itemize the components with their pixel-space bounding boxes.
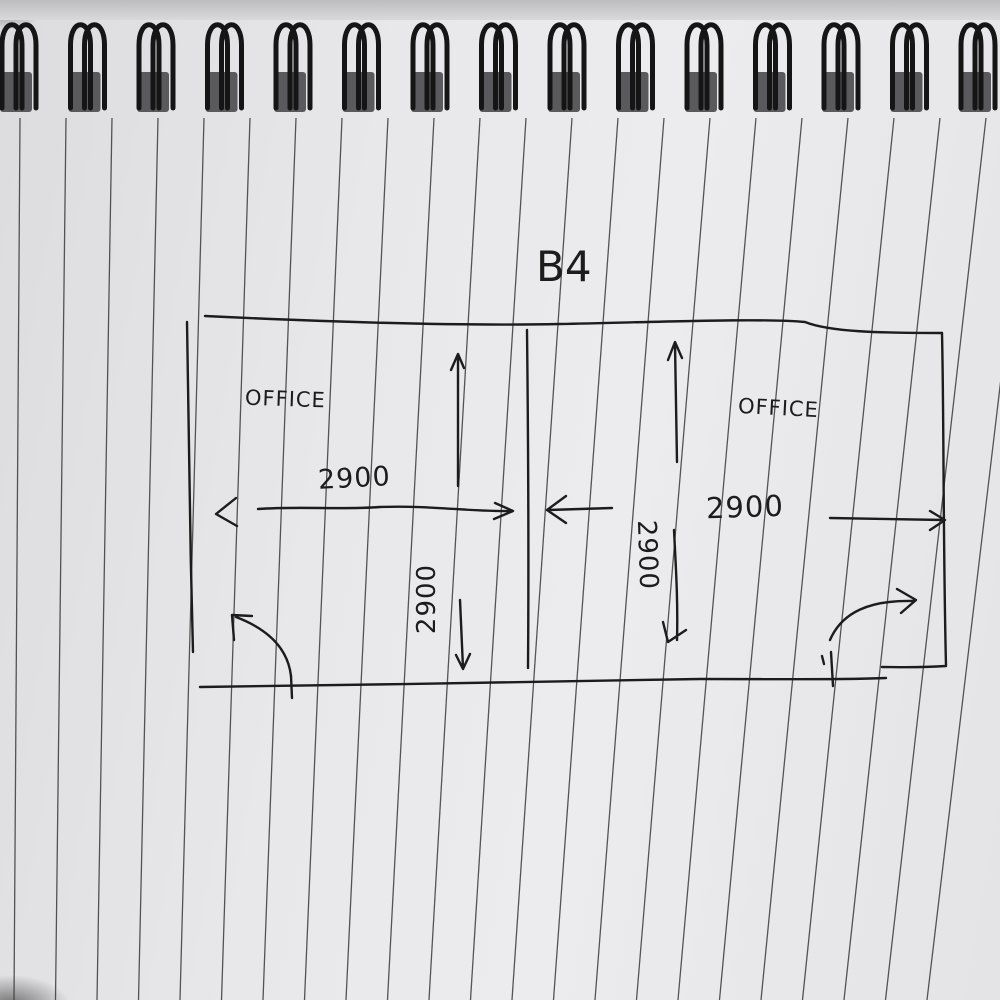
rule-line bbox=[13, 117, 21, 1000]
rule-line bbox=[884, 117, 987, 1000]
binding-coil bbox=[904, 22, 929, 111]
binding-coil bbox=[835, 22, 861, 111]
binding-coil bbox=[698, 22, 724, 111]
binding-coil bbox=[616, 22, 641, 111]
rule-line bbox=[926, 381, 1000, 1000]
right-left-pointing-arrow bbox=[545, 494, 614, 525]
rule-line bbox=[843, 117, 941, 1000]
rule-line bbox=[220, 117, 251, 1000]
binding-coil bbox=[410, 22, 436, 111]
rule-line bbox=[511, 117, 573, 1000]
binding-coil bbox=[479, 22, 504, 111]
rule-line bbox=[760, 117, 849, 1000]
sketch-title: B4 bbox=[536, 242, 592, 291]
rule-line bbox=[96, 117, 113, 1000]
binding-coil bbox=[287, 22, 313, 111]
rule-line bbox=[428, 117, 481, 1000]
left-horizontal-dimension-arrow bbox=[214, 496, 515, 528]
binding-coil bbox=[753, 22, 778, 111]
binding-coil bbox=[82, 22, 107, 111]
rule-line bbox=[552, 117, 619, 1000]
binding-coil bbox=[561, 22, 587, 111]
binding-coil bbox=[767, 22, 792, 111]
rule-line-group bbox=[13, 117, 1000, 1000]
binding-coil bbox=[68, 22, 93, 111]
page-top-edge bbox=[0, 0, 1000, 20]
binding-coil bbox=[493, 22, 518, 111]
binding-coil bbox=[630, 22, 655, 111]
binding-coil bbox=[821, 22, 847, 111]
binding-coil bbox=[13, 22, 39, 111]
door-jamb-left bbox=[289, 674, 294, 700]
dimension-label-left-vertical: 2900 bbox=[412, 563, 443, 635]
binding-coil bbox=[219, 22, 244, 111]
binding-coil bbox=[958, 22, 984, 111]
plan-left-wall bbox=[185, 320, 195, 654]
right-vertical-arrow-up bbox=[666, 340, 684, 464]
rule-line bbox=[262, 117, 297, 1000]
binding-coil bbox=[356, 22, 381, 111]
door-swing-icon bbox=[828, 587, 918, 642]
left-vertical-arrow-up bbox=[449, 352, 466, 488]
room-label-right: OFFICE bbox=[737, 393, 820, 423]
rule-line bbox=[303, 117, 343, 1000]
rule-line bbox=[677, 117, 757, 1000]
door-jamb-right bbox=[820, 650, 835, 688]
binding-coil bbox=[205, 22, 230, 111]
left-vertical-arrow-down bbox=[454, 598, 472, 671]
plan-middle-wall bbox=[525, 328, 530, 670]
room-label-left: OFFICE bbox=[244, 385, 327, 413]
dimension-label-left-horizontal: 2900 bbox=[317, 461, 392, 496]
binding-coil bbox=[972, 22, 998, 111]
binding-coil bbox=[342, 22, 367, 111]
rule-line bbox=[179, 117, 205, 1000]
plan-bottom-wall bbox=[198, 676, 888, 689]
door-swing-icon bbox=[230, 613, 293, 678]
right-horizontal-dimension-arrow bbox=[828, 509, 947, 532]
spiral-binding-icon bbox=[0, 22, 998, 112]
rule-line bbox=[801, 117, 895, 1000]
binding-coil bbox=[424, 22, 450, 111]
binding-coil bbox=[0, 22, 25, 111]
rule-line bbox=[345, 117, 389, 1000]
binding-coil bbox=[273, 22, 299, 111]
plan-top-wall bbox=[203, 314, 944, 335]
binding-coil bbox=[136, 22, 162, 111]
dimension-label-right-vertical: 2900 bbox=[630, 519, 664, 591]
rule-line bbox=[594, 117, 665, 1000]
rule-line bbox=[386, 117, 435, 1000]
right-vertical-arrow-down bbox=[661, 528, 688, 644]
binding-coil bbox=[684, 22, 710, 111]
coil-group bbox=[0, 22, 998, 112]
rule-line bbox=[469, 117, 527, 1000]
rule-line bbox=[137, 117, 159, 1000]
binding-coil bbox=[890, 22, 915, 111]
binding-coil bbox=[547, 22, 573, 111]
rule-line bbox=[718, 117, 803, 1000]
rule-line bbox=[54, 117, 67, 1000]
binding-coil bbox=[150, 22, 176, 111]
rule-line bbox=[635, 117, 711, 1000]
dimension-label-right-horizontal: 2900 bbox=[705, 488, 785, 526]
plan-right-wall bbox=[880, 331, 948, 669]
